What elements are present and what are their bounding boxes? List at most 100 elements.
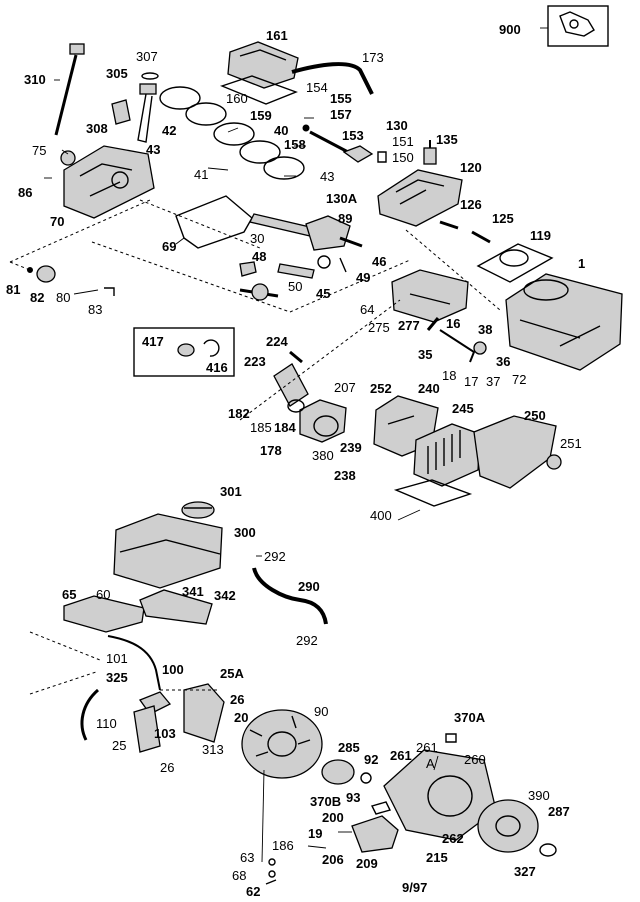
label-206: 206	[322, 852, 344, 867]
label-151: 151	[392, 134, 414, 149]
part-92-nut	[360, 772, 372, 784]
part-184-gasket	[287, 399, 305, 413]
label-42: 42	[162, 123, 176, 138]
label-46: 46	[372, 254, 386, 269]
part-305-tube	[137, 72, 159, 143]
label-173: 173	[362, 50, 384, 65]
label-37: 37	[486, 374, 500, 389]
label-103: 103	[154, 726, 176, 741]
label-75: 75	[32, 143, 46, 158]
label-292-upper: 292	[264, 549, 286, 564]
label-261-left: 261	[390, 748, 412, 763]
part-81-nut	[27, 267, 33, 273]
part-900-decal-sheet	[547, 5, 609, 47]
part-400-instruction-sheet	[393, 479, 473, 507]
label-178: 178	[260, 443, 282, 458]
label-130a: 130A	[326, 191, 358, 206]
label-81: 81	[6, 282, 20, 297]
label-307: 307	[136, 49, 158, 64]
part-370a-decal	[445, 733, 457, 743]
label-86: 86	[18, 185, 32, 200]
label-45: 45	[316, 286, 330, 301]
label-186: 186	[272, 838, 294, 853]
label-25: 25	[112, 738, 126, 753]
part-135-spark-plug	[423, 140, 437, 165]
label-380: 380	[312, 448, 334, 463]
part-390-rewind-starter	[477, 799, 539, 853]
label-285: 285	[338, 740, 360, 755]
label-41: 41	[194, 167, 208, 182]
label-154: 154	[306, 80, 328, 95]
label-69: 69	[162, 239, 176, 254]
label-20: 20	[234, 710, 248, 725]
label-130: 130	[386, 118, 408, 133]
label-327: 327	[514, 864, 536, 879]
label-100: 100	[162, 662, 184, 677]
part-327-grip	[539, 843, 557, 857]
label-160: 160	[226, 91, 248, 106]
part-224-spring	[289, 350, 303, 364]
label-287: 287	[548, 804, 570, 819]
label-120: 120	[460, 160, 482, 175]
label-262: 262	[442, 831, 464, 846]
label-900: 900	[499, 22, 521, 37]
part-251-knob	[546, 454, 562, 470]
part-290-fuel-line	[252, 567, 328, 625]
leader-lines	[44, 27, 548, 863]
label-251: 251	[560, 436, 582, 451]
label-date: 9/97	[402, 880, 427, 895]
part-200-ignition-armature	[351, 815, 399, 853]
part-380-carburetor	[299, 399, 347, 443]
part-101-control-wire	[107, 635, 161, 691]
label-92: 92	[364, 752, 378, 767]
label-89: 89	[338, 211, 352, 226]
part-46-dipper	[317, 255, 331, 269]
label-215: 215	[426, 850, 448, 865]
inset-box-417-416	[133, 327, 235, 377]
part-25a-control-plate	[183, 683, 225, 743]
label-125: 125	[492, 211, 514, 226]
label-370b: 370B	[310, 794, 341, 809]
part-16-governor-lever	[439, 329, 487, 363]
label-200: 200	[322, 810, 344, 825]
label-240: 240	[418, 381, 440, 396]
label-17: 17	[464, 374, 478, 389]
label-159: 159	[250, 108, 272, 123]
label-157: 157	[330, 107, 352, 122]
label-119: 119	[530, 228, 551, 243]
part-42-head-gasket	[159, 86, 305, 180]
label-292-lower: 292	[296, 633, 318, 648]
label-36: 36	[496, 354, 510, 369]
label-82: 82	[30, 290, 44, 305]
part-68-nut	[268, 870, 276, 878]
part-60-tank-bracket	[63, 595, 145, 633]
label-161: 161	[266, 28, 288, 43]
label-390: 390	[528, 788, 550, 803]
part-126-bolt	[439, 220, 459, 230]
label-400: 400	[370, 508, 392, 523]
label-40: 40	[274, 123, 288, 138]
part-157-valve	[302, 124, 310, 132]
part-161-rocker-cover	[227, 41, 299, 89]
label-155: 155	[330, 91, 352, 106]
label-101: 101	[106, 651, 128, 666]
label-209: 209	[356, 856, 378, 871]
part-301-fuel-cap	[181, 501, 215, 519]
label-72: 72	[512, 372, 526, 387]
part-325-control-lever	[80, 688, 100, 741]
part-223-intake-pipe	[273, 363, 309, 407]
part-310-dipstick	[54, 43, 85, 136]
label-224: 224	[266, 334, 288, 349]
part-341-tank-strap	[139, 589, 213, 625]
label-110: 110	[96, 716, 117, 731]
label-70: 70	[50, 214, 64, 229]
label-90: 90	[314, 704, 328, 719]
part-300-fuel-tank	[113, 513, 223, 589]
part-49-lock	[339, 257, 347, 273]
label-305: 305	[106, 66, 128, 81]
label-182: 182	[228, 406, 250, 421]
label-342: 342	[214, 588, 236, 603]
part-173-breather-tube	[291, 62, 374, 95]
part-75-oil-seal	[60, 150, 76, 166]
part-250-air-cleaner-cover	[473, 415, 557, 489]
